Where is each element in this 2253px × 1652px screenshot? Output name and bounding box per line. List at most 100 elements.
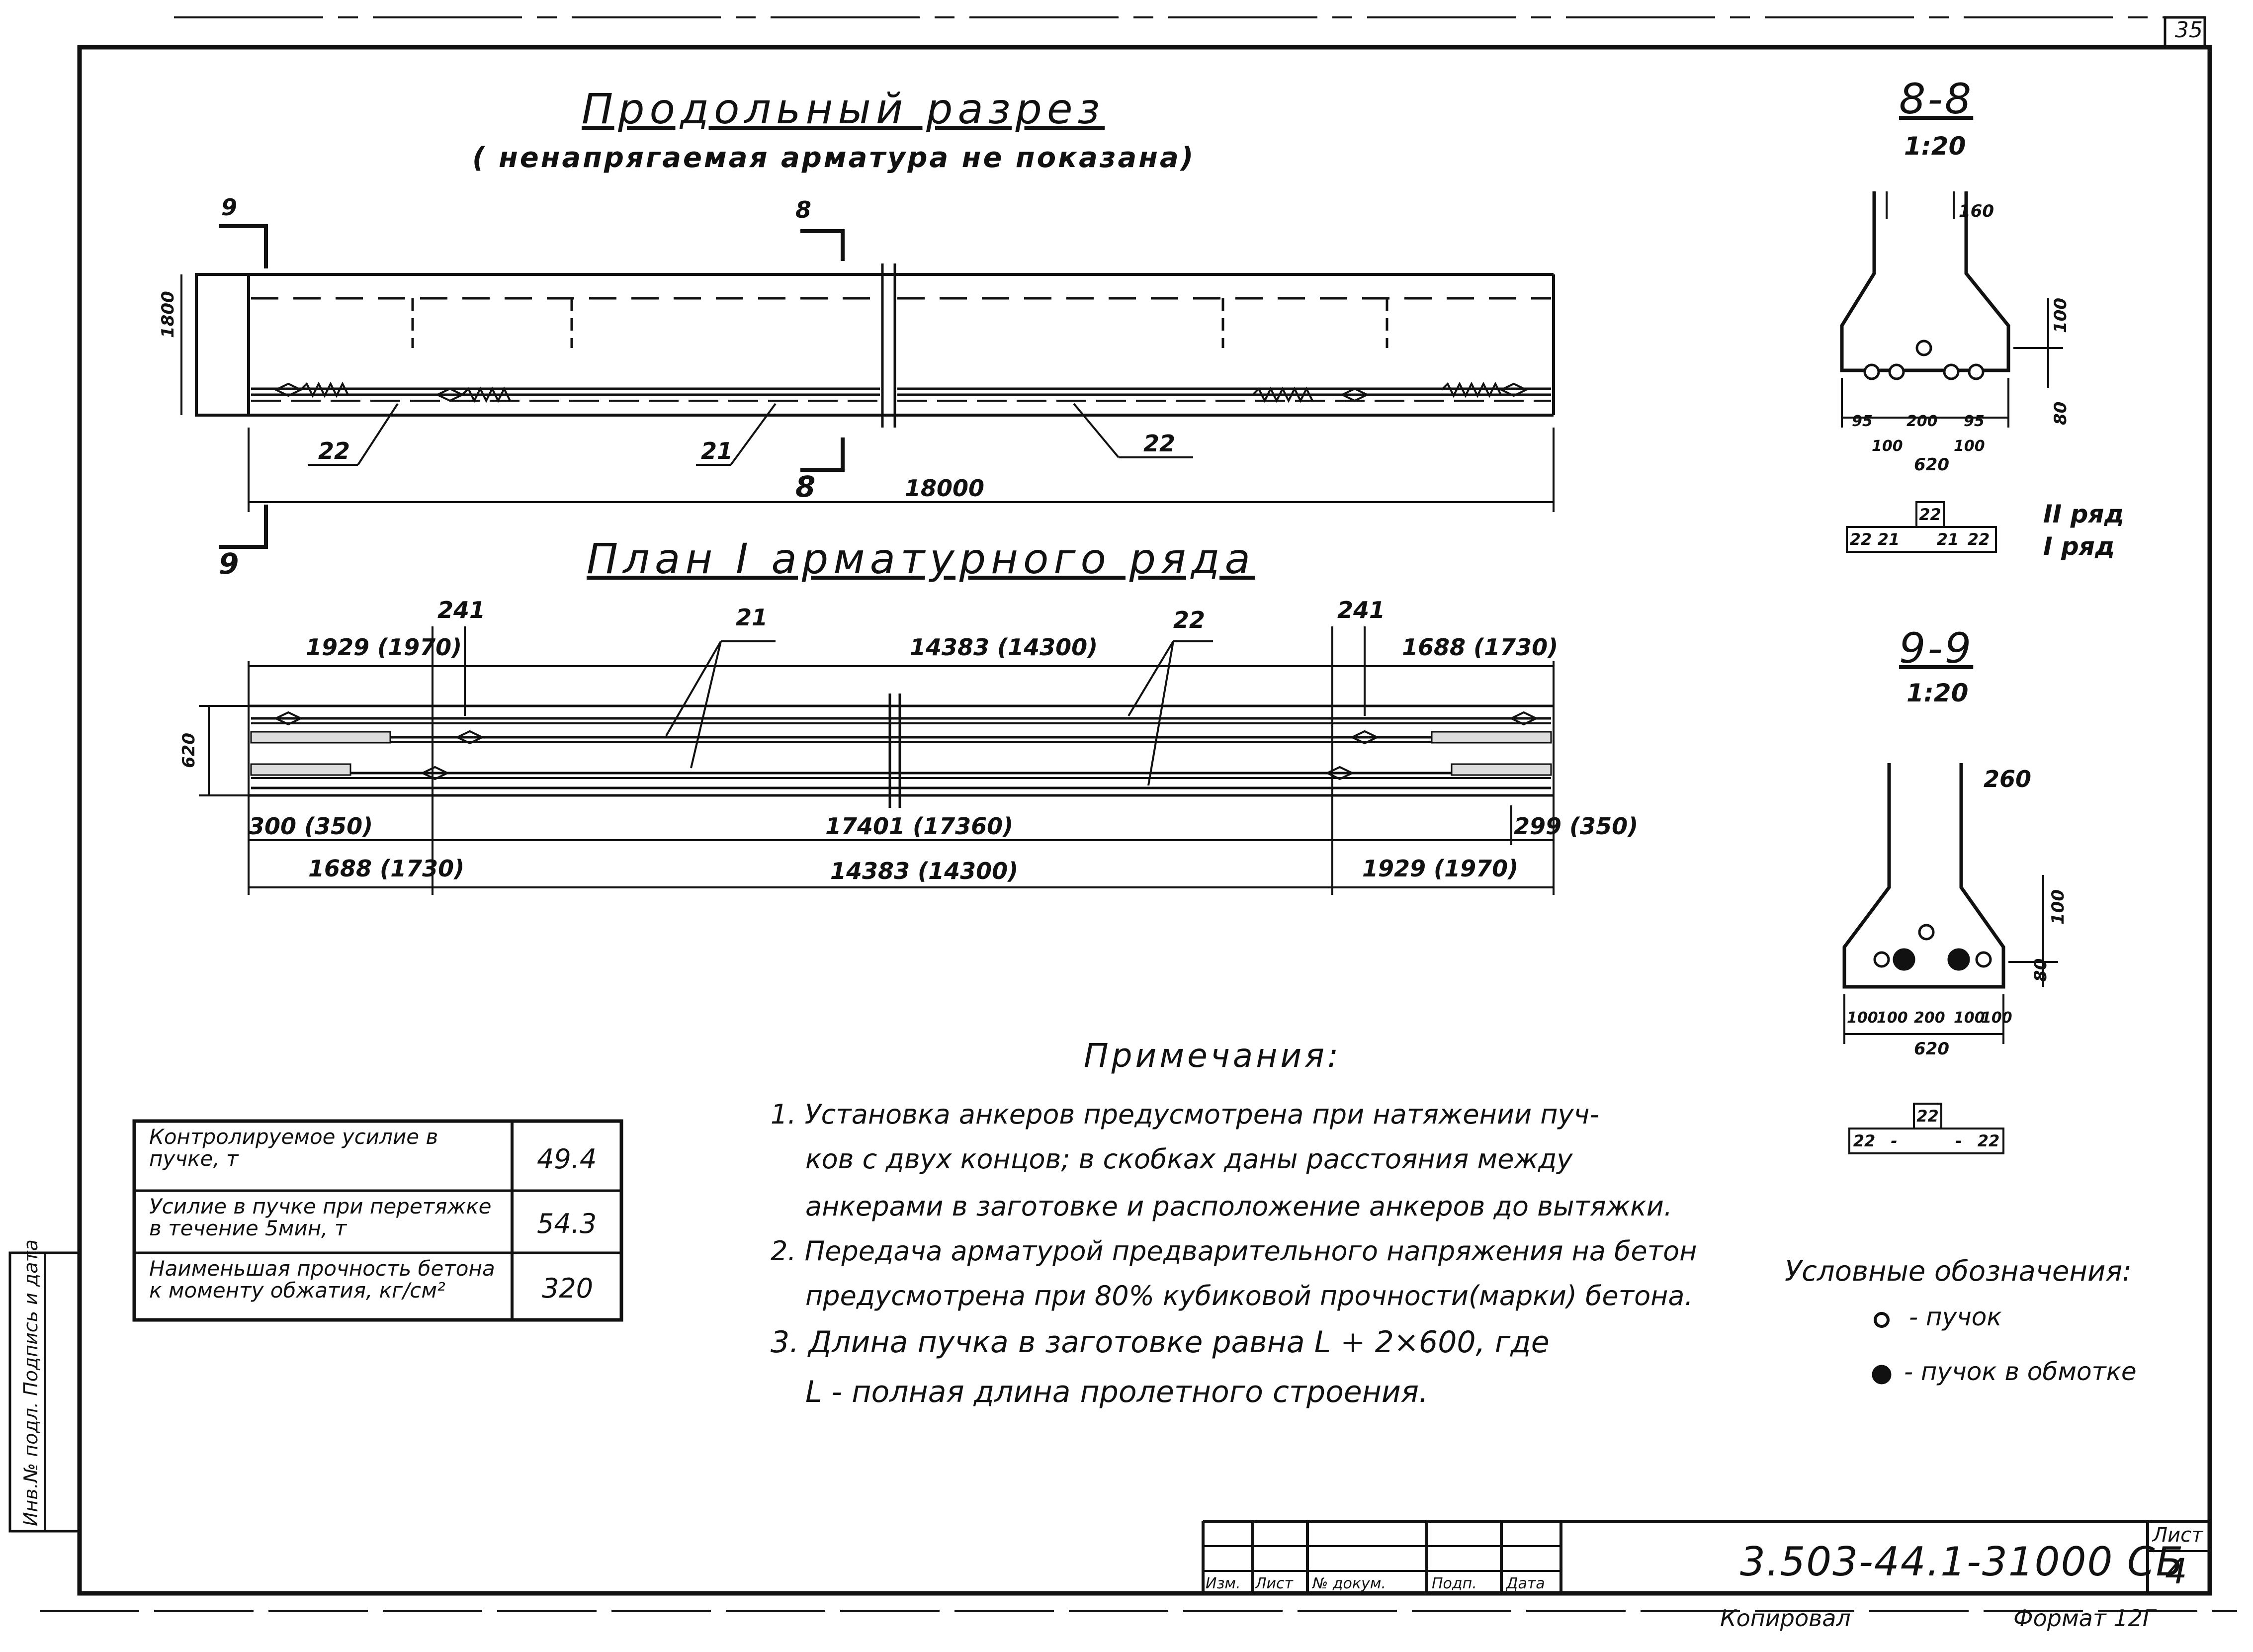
note-line-1: 1. Установка анкеров предусмотрена при н…	[771, 1099, 1599, 1130]
sec9-dim-100-b: 100	[1877, 1009, 1908, 1027]
sec9-dim-260: 260	[1984, 766, 2032, 792]
sheet-frame	[77, 45, 2212, 1596]
note-line-7: L - полная длина пролетного строения.	[805, 1375, 1429, 1409]
plan-bar-label-21: 21	[736, 604, 768, 631]
sec8-dim-80: 80	[2051, 401, 2071, 425]
plan-bottom-middle-1: 17401 (17360)	[825, 813, 1014, 840]
sec8-dim-100: 100	[2051, 298, 2071, 333]
copied-by: Копировал	[1720, 1605, 1851, 1632]
stamp-col-5: Дата	[1506, 1575, 1545, 1592]
bar-label-22-left: 22	[318, 437, 350, 464]
legend-bundle-symbol	[1874, 1312, 1890, 1328]
height-dim: 1800	[158, 291, 178, 338]
legend-item-2-label: - пучок в обмотке	[1904, 1357, 2137, 1386]
cut-label-9-top: 9	[221, 194, 238, 221]
sec9-row2-cell: 22	[1916, 1107, 1939, 1126]
sec9-row1-cell-1: 22	[1853, 1131, 1876, 1150]
sec9-dim-200: 200	[1914, 1009, 1945, 1027]
section-9-9-tendons	[1873, 924, 1992, 971]
note-line-2: ков с двух концов; в скобках даны рассто…	[805, 1143, 1573, 1175]
table-row-2-label: Усилие в пучке при перетяжке в течение 5…	[149, 1194, 492, 1240]
beam-elevation	[180, 224, 1555, 549]
stamp-sheet-number: 4	[2165, 1551, 2187, 1592]
table-row-1-value: 49.4	[537, 1143, 597, 1175]
format-label: Формат 12Г	[2013, 1605, 2156, 1632]
section-8-8-outline	[1840, 191, 2063, 553]
table-row-3-value: 320	[542, 1273, 594, 1304]
cut-label-9-bottom: 9	[219, 547, 239, 581]
sec9-dim-100-d: 100	[1981, 1009, 2012, 1027]
note-line-3: анкерами в заготовке и расположение анке…	[805, 1191, 1673, 1222]
sec8-row1-cell-2: 21	[1877, 530, 1900, 549]
legend-title: Условные обозначения:	[1785, 1255, 2132, 1288]
sec8-row1-cell-1: 22	[1849, 530, 1872, 549]
sec9-dim-100-c: 100	[1954, 1009, 1985, 1027]
plan-bottom-left-2: 1688 (1730)	[308, 855, 465, 882]
note-line-4: 2. Передача арматурой предварительного н…	[771, 1235, 1697, 1267]
bar-label-21: 21	[701, 437, 733, 464]
sec8-dim-160: 160	[1959, 201, 1994, 221]
table-row-2-value: 54.3	[537, 1208, 597, 1239]
stamp-col-3: № докум.	[1312, 1575, 1386, 1592]
stamp-sheet-label: Лист	[2153, 1524, 2203, 1547]
stamp-col-4: Подп.	[1432, 1575, 1477, 1592]
plan-dim-middle: 14383 (14300)	[910, 634, 1098, 661]
sec9-row1-cell-5: 22	[1977, 1131, 2000, 1150]
cut-label-8-top: 8	[795, 196, 812, 223]
stamp-col-1: Изм.	[1206, 1575, 1241, 1592]
sec9-dim-100: 100	[2048, 889, 2068, 925]
bar-label-22-right: 22	[1143, 430, 1176, 457]
sec8-dim-620: 620	[1914, 455, 1949, 475]
sec9-row1-cell-4: -	[1955, 1131, 1962, 1150]
section-8-title: 8-8	[1899, 75, 1974, 123]
plan-title: План I арматурного ряда	[587, 534, 1255, 583]
note-line-6: 3. Длина пучка в заготовке равна L + 2×6…	[771, 1325, 1550, 1360]
length-dim: 18000	[905, 475, 985, 502]
plan-bottom-middle-2: 14383 (14300)	[830, 858, 1019, 884]
sec9-dim-80: 80	[2031, 958, 2051, 982]
section-9-scale: 1:20	[1906, 679, 1969, 707]
stamp-col-2: Лист	[1255, 1575, 1294, 1592]
sec8-row-label-1: I ряд	[2043, 532, 2115, 561]
sec8-dim-100-left: 100	[1872, 437, 1903, 455]
section-8-8-tendons	[1863, 340, 1985, 380]
plan-bottom-right-1: 299 (350)	[1514, 813, 1639, 840]
stamp-code: 3.503-44.1-31000 СБ	[1740, 1539, 2184, 1585]
sec8-row2-cell: 22	[1919, 505, 1941, 524]
plan-width-dim: 620	[179, 733, 199, 768]
plan-dim-241-left: 241	[437, 597, 486, 623]
sec8-dim-95-right: 95	[1964, 413, 1985, 430]
sec9-dim-100-a: 100	[1847, 1009, 1878, 1027]
page-number: 35	[2175, 17, 2203, 43]
page-number-box	[2164, 16, 2206, 49]
sec9-dim-620: 620	[1914, 1039, 1949, 1059]
plan-bar-label-22: 22	[1173, 607, 1206, 633]
sec8-dim-200: 200	[1906, 413, 1938, 430]
long-section-title: Продольный разрез	[582, 85, 1105, 133]
title-block	[1202, 1520, 2210, 1593]
plan-bottom-right-2: 1929 (1970)	[1362, 855, 1519, 882]
legend-wrapped-bundle-symbol	[1872, 1365, 1892, 1385]
plan-dim-241-right: 241	[1337, 597, 1386, 623]
plan-dim-right: 1688 (1730)	[1402, 634, 1559, 661]
plan-bottom-left-1: 300 (350)	[249, 813, 373, 840]
legend-item-1-label: - пучок	[1909, 1303, 2002, 1331]
section-9-9-outline	[1842, 763, 2058, 1154]
notes-title: Примечания:	[1084, 1037, 1342, 1075]
table-row-1-label: Контролируемое усилие в пучке, т	[149, 1125, 438, 1171]
sec8-row1-cell-4: 21	[1936, 530, 1959, 549]
note-line-5: предусмотрена при 80% кубиковой прочност…	[805, 1280, 1693, 1311]
section-8-scale: 1:20	[1904, 132, 1966, 161]
table-grid	[132, 1119, 623, 1322]
margin-label: Инв.№ подл. Подпись и дата	[20, 1239, 42, 1526]
section-9-title: 9-9	[1899, 624, 1974, 673]
cut-label-8-bottom: 8	[795, 470, 816, 504]
sec8-dim-95-left: 95	[1852, 413, 1873, 430]
plan-view	[199, 626, 1555, 895]
sec8-row1-cell-5: 22	[1967, 530, 1990, 549]
table-row-3-label: Наименьшая прочность бетона к моменту об…	[149, 1256, 495, 1303]
sec9-row1-cell-2: -	[1891, 1131, 1898, 1150]
sec8-dim-100-right: 100	[1954, 437, 1985, 455]
